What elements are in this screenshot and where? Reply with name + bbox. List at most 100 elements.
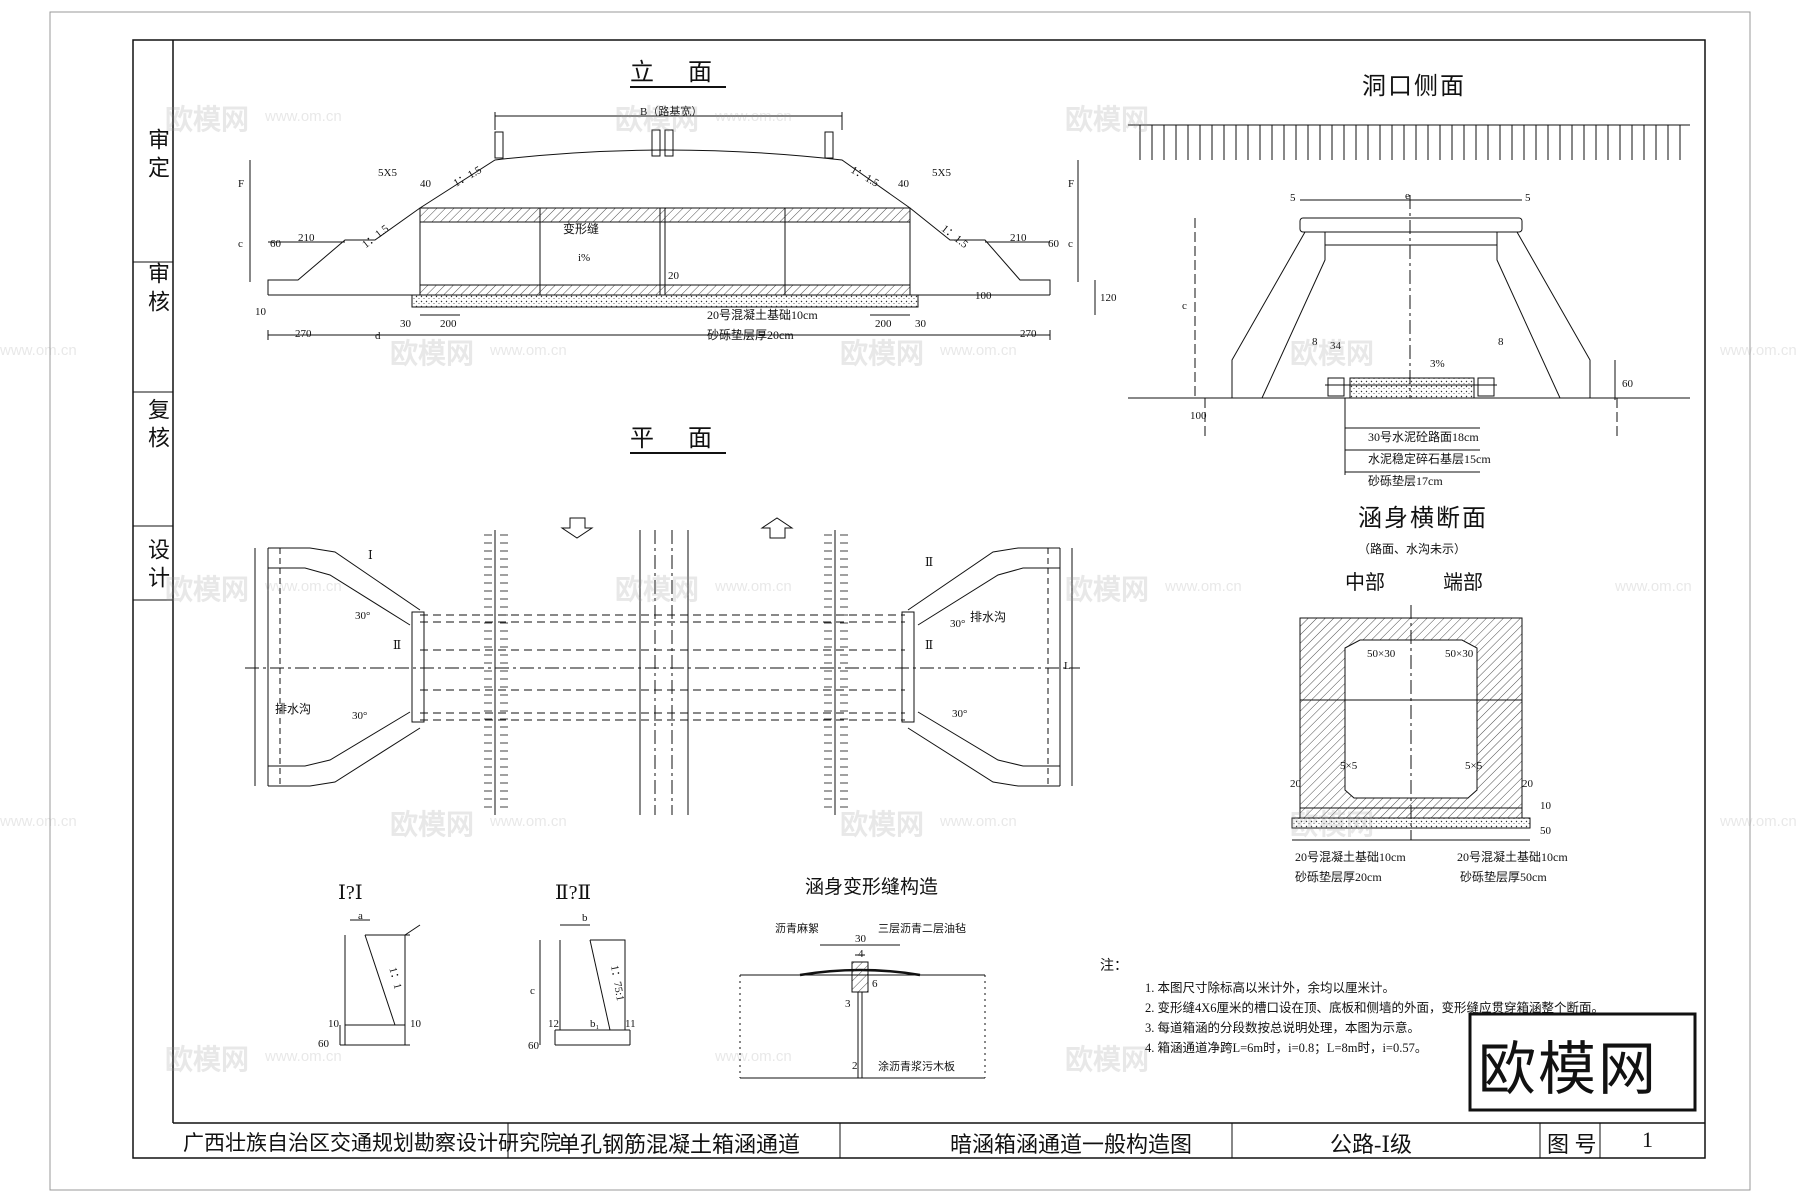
- brand-logo: 欧模网: [1478, 1035, 1659, 1103]
- section-2-dim-b1: b₁: [590, 1018, 600, 1030]
- elevation-slope-label: i%: [578, 252, 591, 264]
- title-block-drawing: 暗涵箱涵通道一般构造图: [950, 1132, 1193, 1157]
- section-1-dim-60: 60: [318, 1038, 329, 1050]
- joint-dim-2: 2: [852, 1060, 858, 1072]
- elevation-deform-joint: 变形缝: [563, 222, 600, 236]
- joint-label-3: 涂沥青浆污木板: [878, 1061, 955, 1073]
- sidebar-design: 设计: [145, 538, 170, 594]
- cross-section-chamfer-3: 5×5: [1340, 760, 1358, 772]
- elevation-base-note-1: 20号混凝土基础10cm: [707, 308, 818, 322]
- elevation-dim-210-left: 210: [298, 232, 315, 244]
- title-block-no-value: 1: [1642, 1127, 1653, 1152]
- joint-drawing: [739, 944, 986, 1079]
- elevation-title: 立 面: [630, 60, 726, 86]
- cross-section-chamfer-1: 50×30: [1367, 648, 1396, 660]
- joint-title: 涵身变形缝构造: [805, 877, 939, 898]
- title-block-project: 单孔钢筋混凝土箱涵通道: [558, 1132, 801, 1157]
- elevation-dim-c-right: c: [1068, 238, 1073, 250]
- portal-dim-c: c: [1182, 300, 1187, 312]
- section-2-dim-b: b: [582, 912, 588, 924]
- plan-span-l: L: [1064, 660, 1071, 672]
- portal-dim-5-left: 5: [1290, 192, 1296, 204]
- cross-section-middle: 中部: [1345, 572, 1385, 594]
- cross-section-drawing: [1291, 605, 1531, 841]
- elevation-dim-40-right: 40: [898, 178, 909, 190]
- cross-section-title: 涵身横断面: [1358, 506, 1488, 532]
- section-2-dim-60: 60: [528, 1040, 539, 1052]
- joint-label-2: 三层沥青二层油毡: [878, 923, 966, 935]
- elevation-dim-200-right: 200: [875, 318, 892, 330]
- joint-dim-30: 30: [855, 933, 866, 945]
- portal-dim-34: 34: [1330, 340, 1341, 352]
- portal-dim-60: 60: [1622, 378, 1633, 390]
- elevation-dim-120: 120: [1100, 292, 1117, 304]
- joint-dim-3: 3: [845, 998, 851, 1010]
- elevation-dim-f-right: F: [1068, 178, 1075, 190]
- section-2-drawing: [539, 924, 631, 1046]
- portal-dim-8-right: 8: [1498, 336, 1504, 348]
- elevation-drawing: [249, 112, 1096, 340]
- elevation-dim-f-left: F: [238, 178, 245, 190]
- cross-section-dim-20-left: 20: [1290, 778, 1301, 790]
- cross-section-dim-50: 50: [1540, 825, 1551, 837]
- sidebar-approve: 审定: [145, 128, 170, 184]
- joint-dim-6: 6: [872, 978, 878, 990]
- elevation-width-label: B（路基宽）: [640, 106, 703, 118]
- plan-sec-2-right: Ⅱ: [925, 638, 934, 652]
- joint-dim-4: 4: [858, 948, 864, 960]
- plan-angle-1: 30°: [355, 610, 371, 622]
- plan-angle-3: 30°: [950, 618, 966, 630]
- plan-drain-left: 排水沟: [275, 702, 312, 716]
- section-1-dim-a: a: [358, 910, 363, 922]
- plan-title: 平 面: [630, 426, 726, 452]
- elevation-dim-20: 20: [668, 270, 679, 282]
- portal-dim-100: 100: [1190, 410, 1207, 422]
- joint-label-1: 沥青麻絮: [775, 923, 819, 935]
- cross-section-chamfer-4: 5×5: [1465, 760, 1483, 772]
- portal-side-drawing: [1128, 124, 1690, 475]
- elevation-dim-5x5-right: 5X5: [932, 167, 951, 179]
- plan-angle-4: 30°: [952, 708, 968, 720]
- elevation-dim-d: d: [375, 330, 381, 342]
- plan-angle-2: 30°: [352, 710, 368, 722]
- cross-section-end: 端部: [1443, 572, 1483, 594]
- section-2-dim-c: c: [530, 985, 535, 997]
- section-2-title: Ⅱ?Ⅱ: [555, 882, 592, 904]
- notes-heading: 注：: [1100, 959, 1128, 974]
- portal-layer-3: 砂砾垫层17cm: [1368, 474, 1443, 488]
- plan-sec-2-top: Ⅱ: [925, 555, 934, 569]
- elevation-base-note-2: 砂砾垫层厚20cm: [707, 328, 794, 342]
- cross-section-base-left-1: 20号混凝土基础10cm: [1295, 850, 1406, 864]
- portal-layer-1: 30号水泥砼路面18cm: [1368, 430, 1479, 444]
- elevation-dim-100: 100: [975, 290, 992, 302]
- notes-item-4: 4. 箱涵通道净跨L=6m时，i=0.8；L=8m时，i=0.57。: [1145, 1041, 1428, 1055]
- portal-layer-2: 水泥稳定碎石基层15cm: [1368, 452, 1491, 466]
- section-2-dim-11: 11: [625, 1018, 636, 1030]
- plan-sec-1-top: Ⅰ: [368, 548, 373, 562]
- portal-side-title: 洞口侧面: [1362, 74, 1466, 100]
- logo-box: [1468, 1012, 1697, 1112]
- elevation-dim-60-right: 60: [1048, 238, 1059, 250]
- elevation-dim-40-left: 40: [420, 178, 431, 190]
- sidebar-recheck: 复核: [145, 398, 170, 454]
- section-1-drawing: [339, 919, 421, 1046]
- cross-section-subtitle: （路面、水沟未示）: [1358, 542, 1467, 556]
- cross-section-dim-20-right: 20: [1522, 778, 1533, 790]
- elevation-dim-10: 10: [255, 306, 266, 318]
- portal-dim-8-left: 8: [1312, 336, 1318, 348]
- portal-dim-e: e: [1405, 190, 1410, 202]
- notes-item-2: 2. 变形缝4X6厘米的槽口设在顶、底板和侧墙的外面，变形缝应贯穿箱涵整个断面。: [1145, 1001, 1605, 1015]
- elevation-dim-210-right: 210: [1010, 232, 1027, 244]
- plan-road-ticks: [484, 534, 848, 808]
- elevation-dim-200-left: 200: [440, 318, 457, 330]
- section-2-dim-12: 12: [548, 1018, 559, 1030]
- elevation-dim-30-left: 30: [400, 318, 411, 330]
- cross-section-dim-10: 10: [1540, 800, 1551, 812]
- elevation-dim-60-left: 60: [270, 238, 281, 250]
- title-block-no-label: 图 号: [1547, 1132, 1597, 1157]
- cross-section-chamfer-2: 50×30: [1445, 648, 1474, 660]
- portal-dim-5-right: 5: [1525, 192, 1531, 204]
- title-block-grade: 公路-Ⅰ级: [1330, 1132, 1413, 1157]
- plan-sec-2-left: Ⅱ: [393, 638, 402, 652]
- elevation-dim-30-right: 30: [915, 318, 926, 330]
